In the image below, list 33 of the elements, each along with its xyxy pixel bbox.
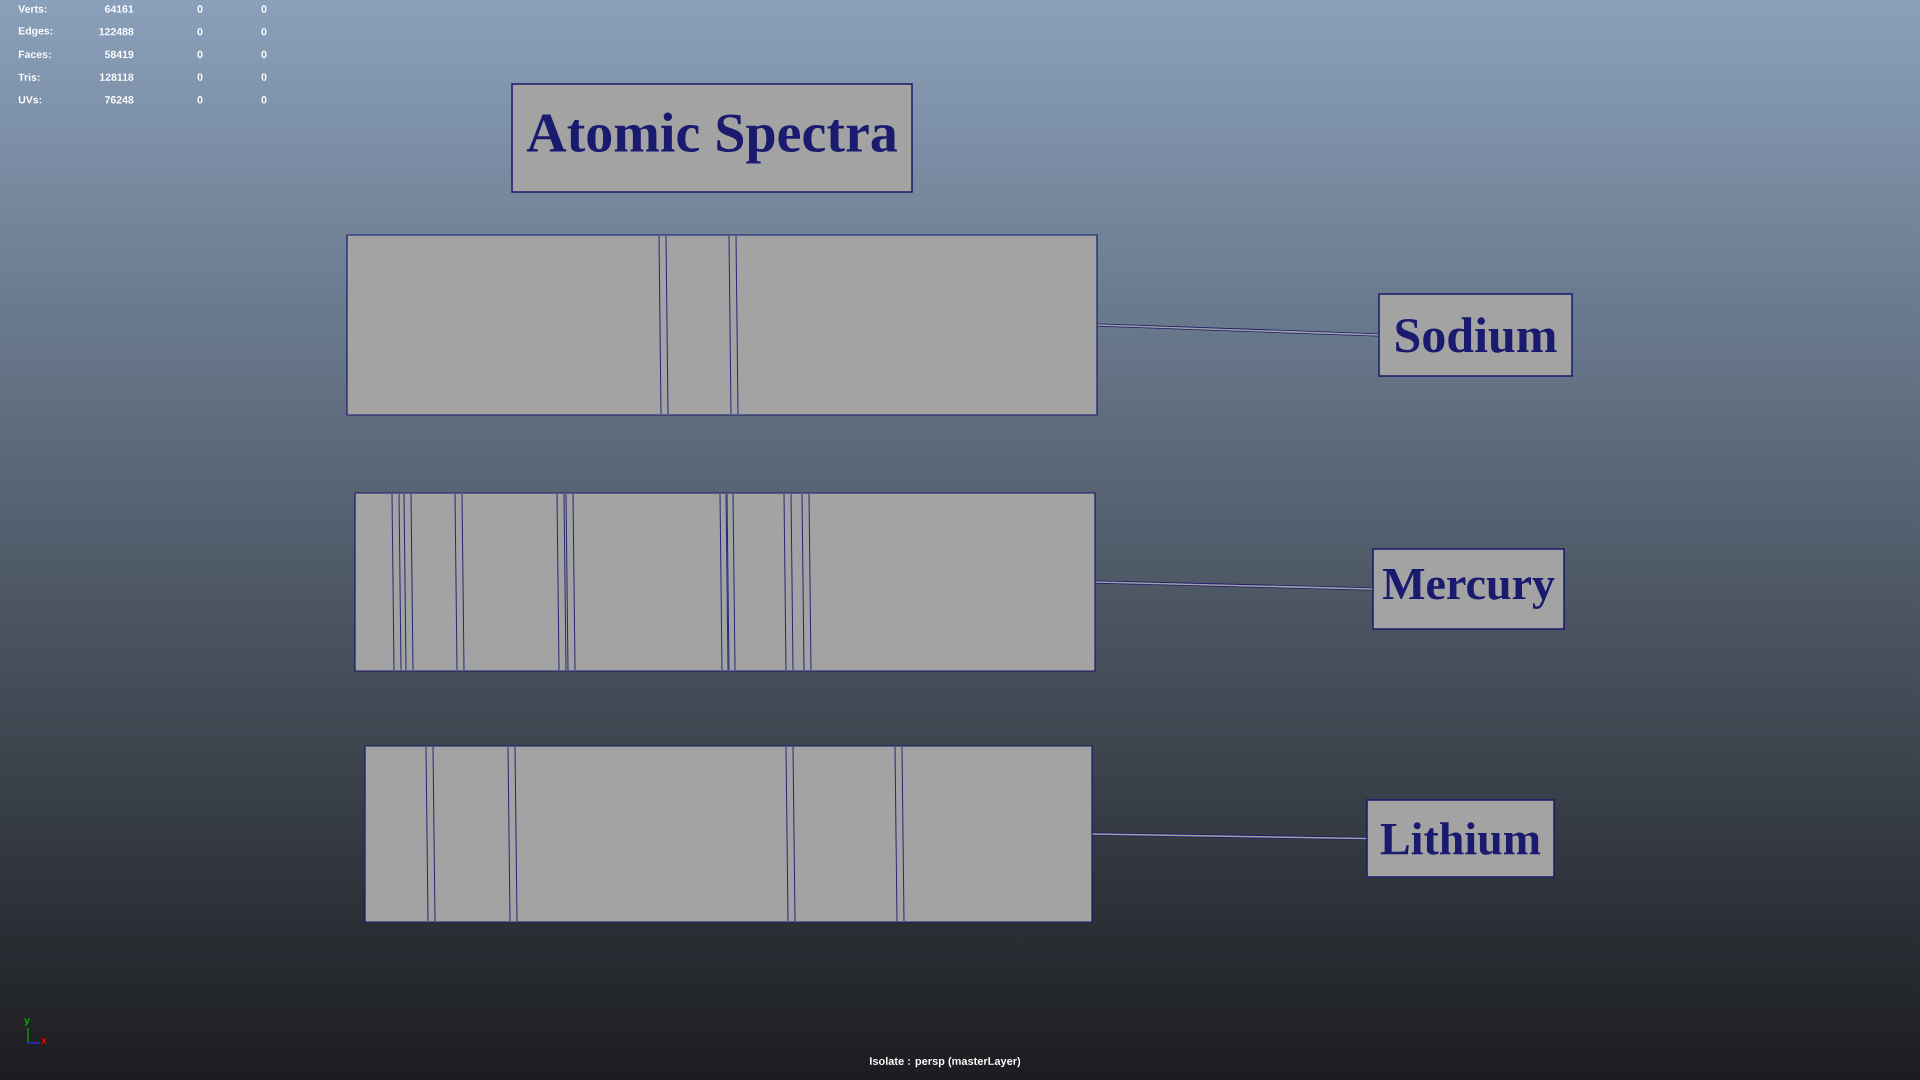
stats-text: 0 <box>197 5 203 13</box>
stats-text: 122488 <box>99 28 134 36</box>
spectrum-bar <box>346 234 1098 416</box>
stats-text: 0 <box>261 50 267 59</box>
title-box: Atomic Spectra <box>511 83 913 193</box>
stats-text: 128118 <box>100 73 134 81</box>
spectrum-bar <box>354 492 1096 672</box>
label-box: Lithium <box>1366 799 1555 878</box>
stats-text: Faces: <box>18 50 51 59</box>
stats-text: 0 <box>261 96 267 104</box>
spectrum-bar <box>364 745 1093 923</box>
stats-text: 0 <box>197 50 203 59</box>
label-box: Mercury <box>1372 548 1565 630</box>
stats-text: 0 <box>197 96 203 104</box>
stats-text: 0 <box>261 5 267 13</box>
stats-text: Edges: <box>18 26 53 37</box>
connector-line <box>1094 580 1374 591</box>
label-box: Sodium <box>1378 293 1573 377</box>
stats-text: 76248 <box>105 96 134 104</box>
stats-text: 58419 <box>104 50 134 59</box>
stats-text: 0 <box>261 28 267 36</box>
stats-text: 0 <box>197 28 203 36</box>
axis-label: y <box>24 1018 30 1026</box>
axis-label: x <box>41 1038 47 1044</box>
connector-line <box>1096 323 1380 337</box>
connector-line <box>1091 832 1368 841</box>
stats-text: Tris: <box>18 73 40 81</box>
stats-text: Verts: <box>18 5 47 13</box>
status-text: Isolate : persp (masterLayer) <box>870 1056 1021 1068</box>
stats-text: 0 <box>261 73 267 81</box>
stats-text: 64161 <box>105 5 134 13</box>
stats-text: UVs: <box>18 96 42 104</box>
stats-text: 0 <box>197 73 203 81</box>
